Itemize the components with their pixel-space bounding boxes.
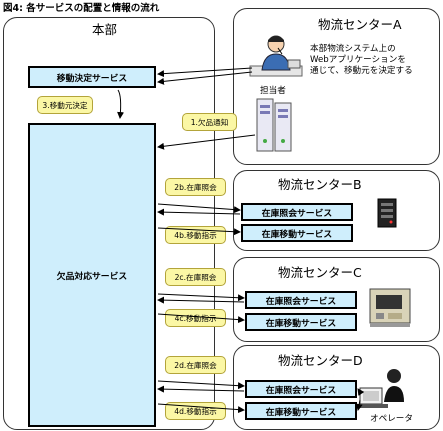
server-icon [256, 98, 292, 152]
person-at-desk-icon [249, 35, 303, 77]
center-c-inquiry-service: 在庫照会サービス [245, 291, 357, 309]
center-c-title: 物流センターC [278, 265, 362, 280]
notice-label: 1.欠品通知 [182, 113, 237, 131]
center-d-title: 物流センターD [278, 353, 363, 368]
center-a-title: 物流センターA [318, 17, 402, 32]
center-c-inquiry-label: 2c.在庫照会 [165, 268, 226, 286]
description-line: 本部物流システム上の [310, 44, 396, 54]
machine-terminal-icon [369, 288, 411, 327]
shortage-service: 欠品対応サービス [28, 123, 156, 427]
server-rack-icon [377, 198, 397, 228]
figure-title: 図4: 各サービスの配置と情報の流れ [3, 3, 160, 14]
center-b-transfer-service: 在庫移動サービス [241, 224, 353, 242]
honbu-title: 本部 [92, 22, 118, 37]
operator-headset-icon [358, 369, 404, 408]
center-d-inquiry-label: 2d.在庫照会 [165, 356, 226, 374]
center-b-inquiry-service: 在庫照会サービス [241, 203, 353, 221]
center-c-transfer-service: 在庫移動サービス [245, 313, 357, 331]
description-line: 通じて、移動元を決定する [310, 66, 413, 76]
description-line: Webアプリケーションを [310, 55, 406, 65]
decide-service: 移動決定サービス [28, 66, 156, 88]
center-a-description: 本部物流システム上の Webアプリケーションを 通じて、移動元を決定する [310, 44, 440, 77]
center-d-inquiry-service: 在庫照会サービス [245, 380, 357, 398]
center-b-instruct-label: 4b.移動指示 [165, 226, 226, 244]
center-c-instruct-label: 4c.移動指示 [165, 309, 226, 327]
person-label: 担当者 [260, 86, 286, 96]
decide-step-label: 3.移動元決定 [37, 96, 93, 114]
operator-label: オペレータ [370, 414, 413, 424]
center-b-title: 物流センターB [278, 177, 362, 192]
center-b-inquiry-label: 2b.在庫照会 [165, 178, 226, 196]
center-d-transfer-service: 在庫移動サービス [245, 402, 357, 420]
center-d-instruct-label: 4d.移動指示 [165, 402, 226, 420]
